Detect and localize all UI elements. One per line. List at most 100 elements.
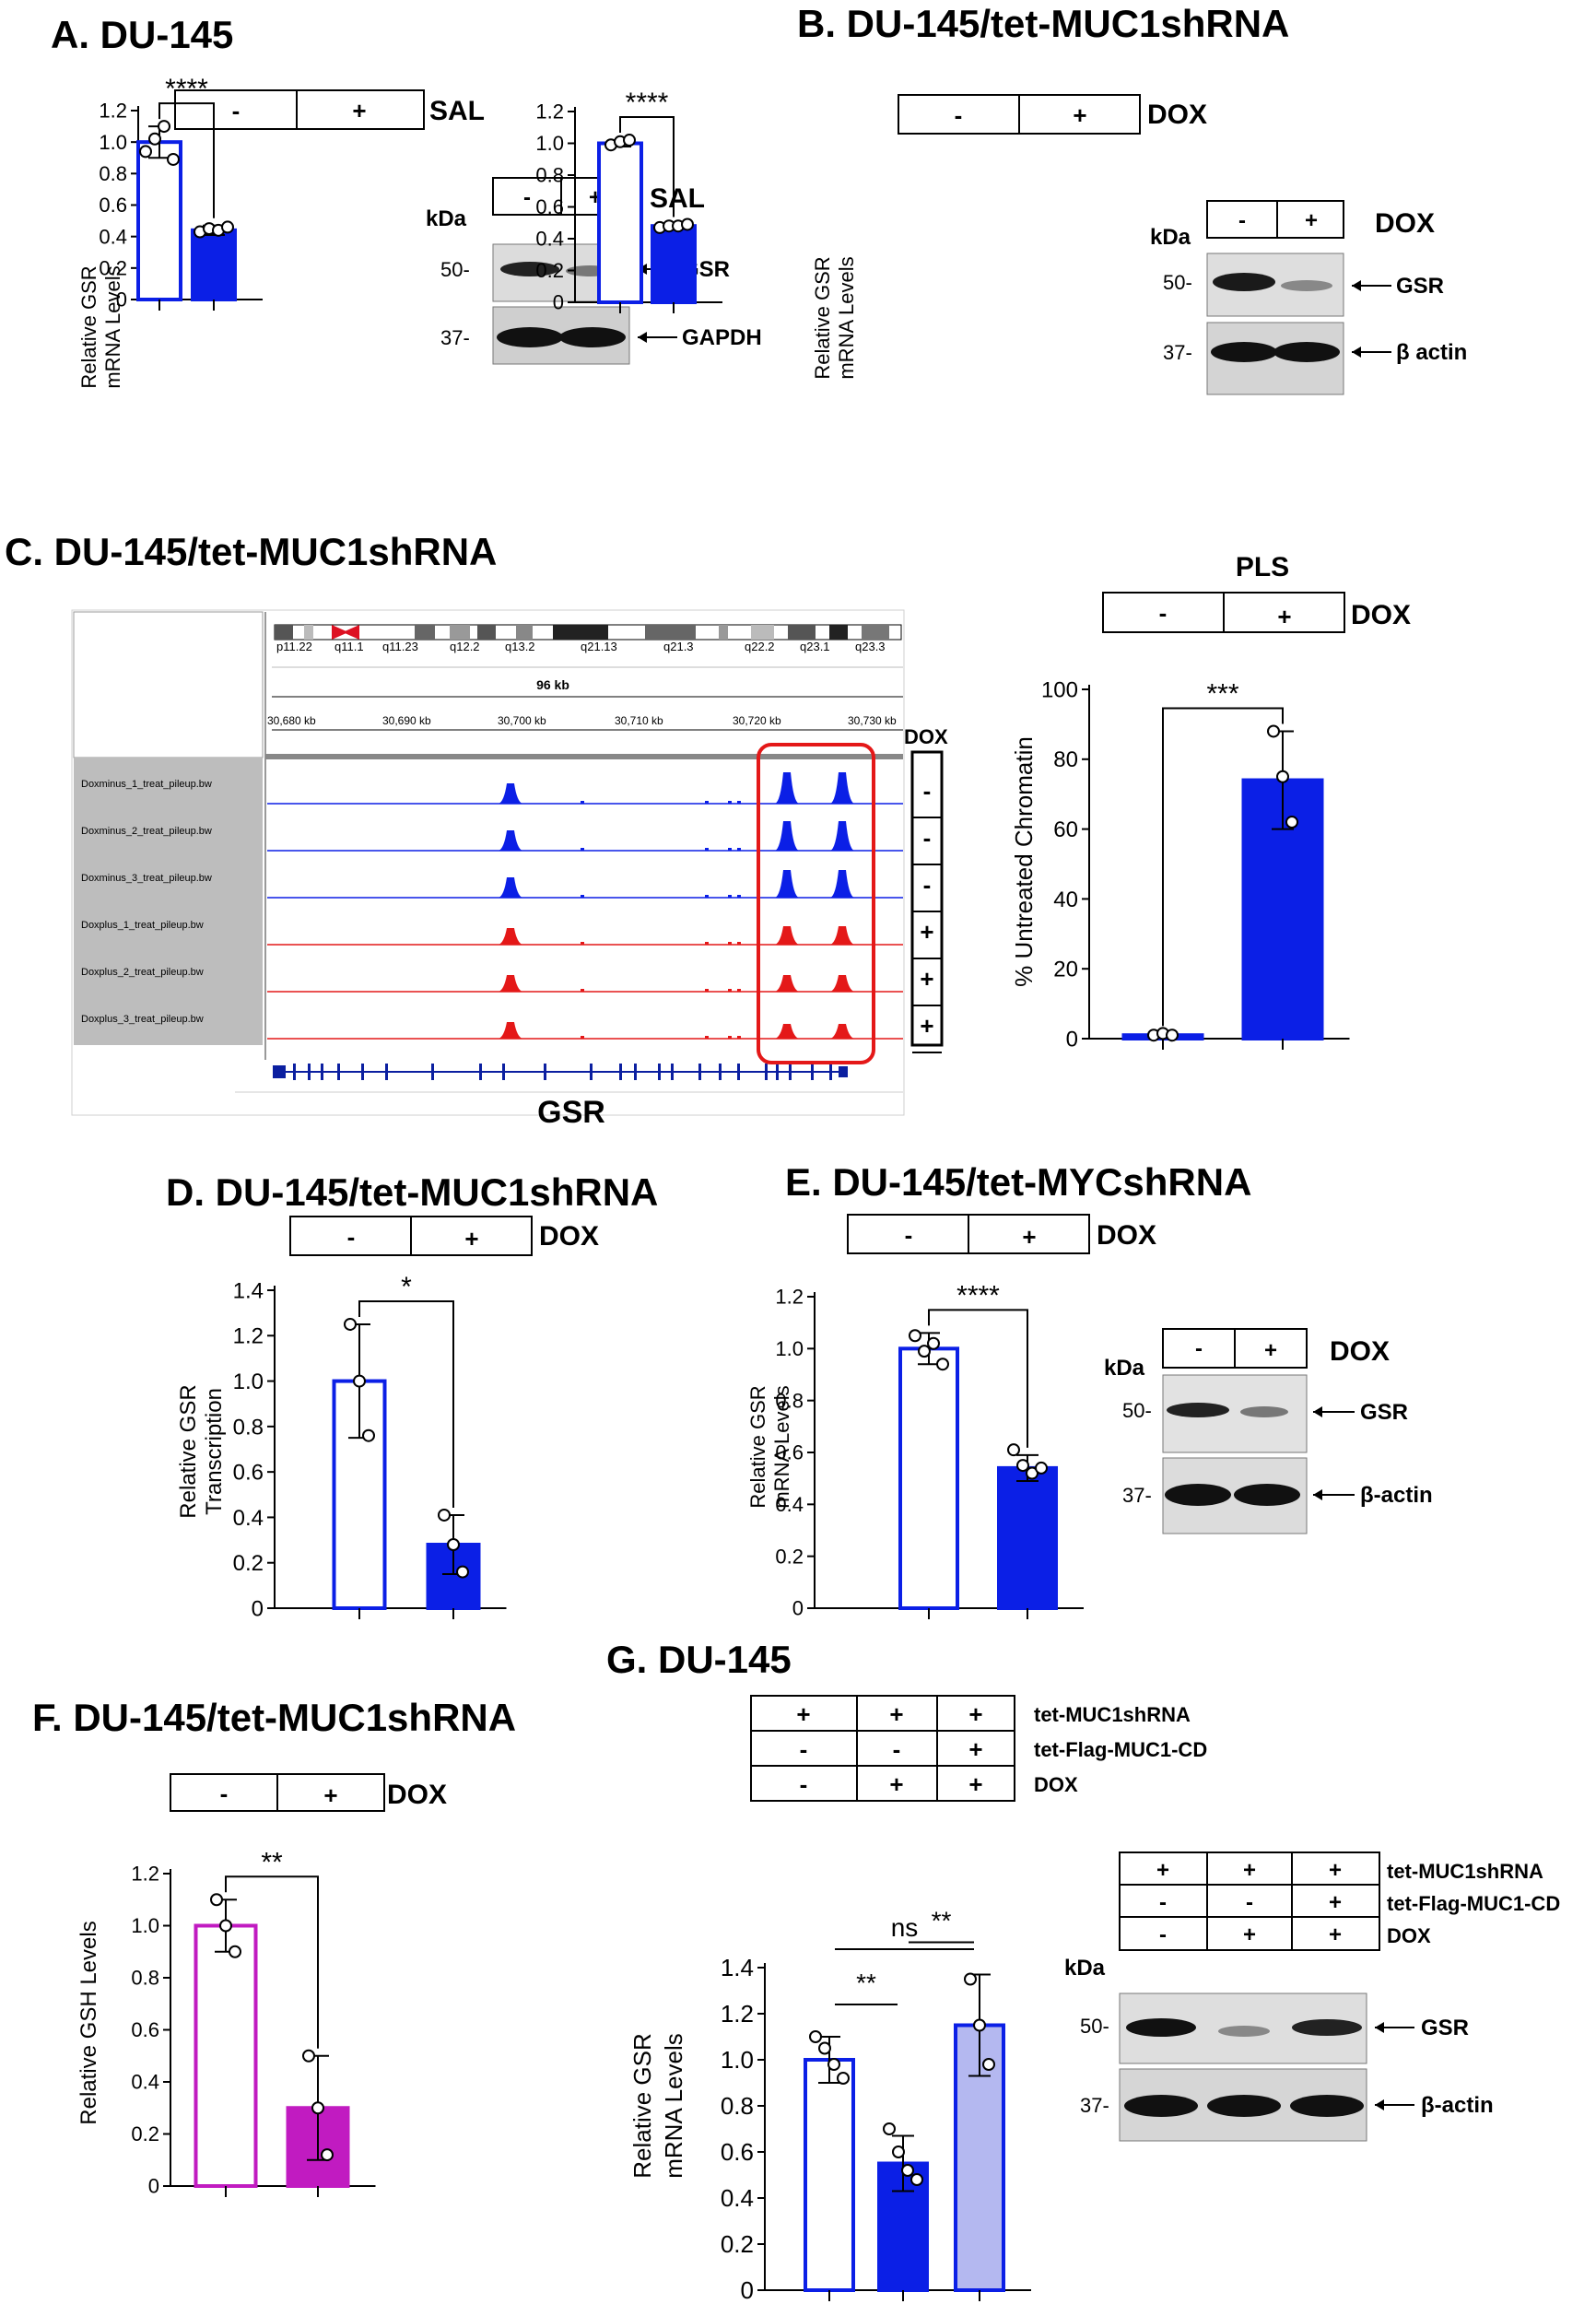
panel-e-band-actin: β-actin bbox=[1360, 1483, 1433, 1508]
y-tick-label: 0.8 bbox=[131, 1967, 159, 1990]
track-signal bbox=[581, 989, 584, 992]
data-point bbox=[1267, 724, 1280, 738]
panel-c-pls-minus: - bbox=[1159, 599, 1168, 627]
panel-b-treatment-box: - + DOX bbox=[898, 94, 1207, 135]
panel-a-marker-50: 50- bbox=[440, 258, 470, 281]
panel-c-pls-title: PLS bbox=[1236, 552, 1289, 582]
significance-label: **** bbox=[956, 1280, 1000, 1311]
bar bbox=[651, 224, 697, 304]
y-tick-label: 0.4 bbox=[775, 1493, 804, 1516]
coord-label: 30,680 kb bbox=[267, 714, 316, 727]
exon bbox=[634, 1064, 637, 1080]
track-name: Doxplus_3_treat_pileup.bw bbox=[81, 1014, 204, 1025]
panel-b-blot-plus: + bbox=[1305, 208, 1318, 233]
panel-a-sign-plus: + bbox=[352, 97, 366, 124]
panel-g-row-label: DOX bbox=[1034, 1773, 1078, 1796]
panel-b-ylabel: Relative GSR mRNA Levels bbox=[811, 256, 858, 379]
significance-label: **** bbox=[626, 88, 669, 118]
significance-label: ns bbox=[891, 1913, 919, 1942]
panel-g-blot-row-label: tet-Flag-MUC1-CD bbox=[1387, 1892, 1560, 1915]
blot-condition-sign: + bbox=[1243, 1922, 1256, 1947]
panel-e-marker-37: 37- bbox=[1122, 1484, 1152, 1507]
coord-label: 30,730 kb bbox=[848, 714, 897, 727]
data-point bbox=[623, 134, 636, 147]
track-signal bbox=[581, 1036, 584, 1039]
exon bbox=[502, 1064, 505, 1080]
y-tick-label: 0.8 bbox=[535, 164, 564, 187]
y-tick-label: 0.8 bbox=[99, 162, 127, 185]
track-signal bbox=[728, 989, 732, 992]
data-point bbox=[936, 1358, 949, 1371]
track-peak bbox=[775, 772, 799, 804]
panel-f-treatment-label: DOX bbox=[387, 1780, 447, 1810]
panel-f-sign-plus: + bbox=[323, 1781, 337, 1809]
panel-b-ylabel-line2: mRNA Levels bbox=[835, 256, 858, 379]
blot-condition-sign: - bbox=[1159, 1922, 1167, 1947]
panel-g-row-label: tet-Flag-MUC1-CD bbox=[1034, 1738, 1207, 1761]
panel-a-sign-minus: - bbox=[232, 97, 241, 124]
panel-b-treatment-label: DOX bbox=[1147, 100, 1207, 130]
panel-a-bar-chart: 00.20.40.60.81.01.2**** bbox=[99, 74, 263, 312]
exon bbox=[619, 1064, 622, 1080]
exon bbox=[321, 1064, 323, 1080]
y-tick-label: 0.6 bbox=[233, 1461, 264, 1486]
track-peak bbox=[499, 1022, 522, 1039]
y-tick-label: 0.2 bbox=[535, 259, 564, 282]
bar bbox=[997, 1465, 1058, 1611]
panel-c-scale-label: 96 kb bbox=[536, 677, 569, 692]
cytoband-label: q11.23 bbox=[382, 640, 418, 653]
data-point bbox=[909, 1329, 921, 1343]
panel-e-blot-minus: - bbox=[1195, 1336, 1203, 1361]
track-signal bbox=[737, 895, 741, 898]
track-signal bbox=[737, 989, 741, 992]
cytoband-label: q22.2 bbox=[745, 640, 775, 653]
exon bbox=[544, 1064, 546, 1080]
panel-a-treatment-box: - + SAL bbox=[174, 89, 485, 130]
panel-d-title: D. DU-145/tet-MUC1shRNA bbox=[166, 1170, 658, 1214]
panel-d-sign-plus: + bbox=[464, 1225, 478, 1252]
panel-a-ylabel-line1: Relative GSR bbox=[77, 265, 100, 388]
y-tick-label: 0.6 bbox=[721, 2138, 754, 2166]
panel-b-blot-minus: - bbox=[1238, 208, 1246, 233]
track-peak bbox=[775, 870, 799, 898]
data-point bbox=[302, 2049, 315, 2063]
track-signal bbox=[705, 1036, 709, 1039]
blot-condition-sign: + bbox=[1243, 1858, 1256, 1883]
exon bbox=[737, 1064, 740, 1080]
panel-g-band-gsr: GSR bbox=[1421, 2016, 1469, 2040]
panel-c-genome-browser: p11.22 q11.1 q11.23 q12.2 q13.2 q21.13 q… bbox=[71, 609, 948, 1130]
y-tick-label: 0 bbox=[553, 291, 564, 314]
panel-e-ylabel-line2: mRNA Levels bbox=[770, 1385, 793, 1508]
blot-condition-sign: + bbox=[1329, 1922, 1342, 1947]
panel-b-sign-minus: - bbox=[955, 101, 963, 129]
track-signal bbox=[581, 942, 584, 945]
panel-f-bar-chart: 00.20.40.60.81.01.2** bbox=[131, 1847, 376, 2198]
y-tick-label: 1.2 bbox=[99, 100, 127, 123]
cytoband-label: q12.2 bbox=[450, 640, 480, 653]
y-tick-label: 0.2 bbox=[99, 257, 127, 280]
data-point bbox=[158, 120, 170, 134]
cytoband-label: q21.3 bbox=[663, 640, 694, 653]
panel-a-title: A. DU-145 bbox=[51, 13, 233, 56]
condition-sign: - bbox=[800, 1735, 808, 1763]
y-tick-label: 1.4 bbox=[233, 1278, 264, 1303]
data-point bbox=[362, 1428, 375, 1442]
panel-c-title: C. DU-145/tet-MUC1shRNA bbox=[5, 530, 497, 573]
panel-e-western-blot: - + DOX kDa 50- 37- GSR β-actin bbox=[1104, 1328, 1433, 1534]
data-point bbox=[219, 1919, 232, 1933]
data-point bbox=[167, 152, 180, 166]
y-tick-label: 1.0 bbox=[99, 131, 127, 154]
panel-e-blot-treat: DOX bbox=[1330, 1336, 1390, 1367]
y-tick-label: 0.4 bbox=[99, 225, 127, 248]
y-tick-label: 100 bbox=[1041, 677, 1078, 702]
data-point bbox=[1007, 1443, 1020, 1457]
panel-b-band-gsr: GSR bbox=[1396, 274, 1444, 299]
coord-label: 30,690 kb bbox=[382, 714, 431, 727]
panel-b-band-actin: β actin bbox=[1396, 340, 1467, 365]
panel-a-marker-37: 37- bbox=[440, 326, 470, 349]
panel-e-sign-plus: + bbox=[1022, 1223, 1036, 1251]
data-point bbox=[344, 1317, 357, 1331]
y-tick-label: 0 bbox=[148, 2175, 159, 2198]
exon bbox=[308, 1064, 311, 1080]
